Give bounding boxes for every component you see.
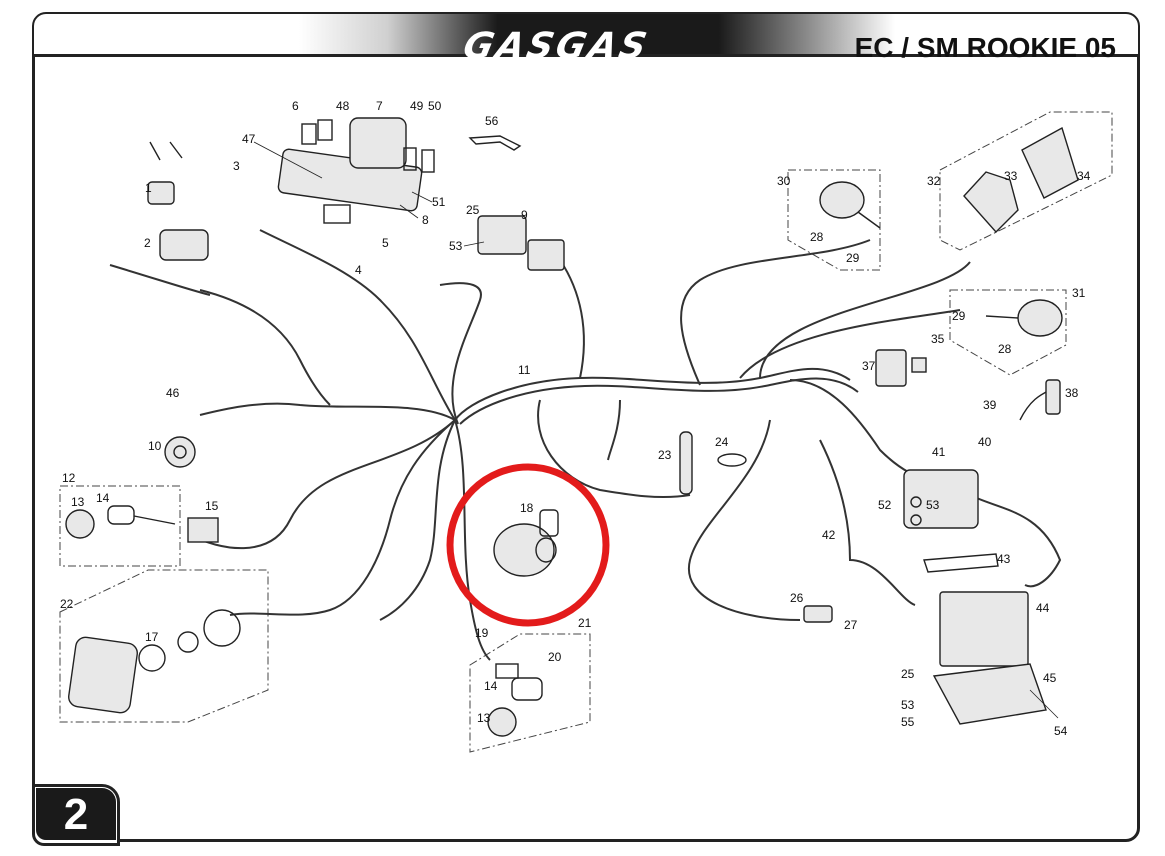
label-40: 40 bbox=[978, 435, 992, 449]
label-21: 21 bbox=[578, 616, 592, 630]
label-55: 55 bbox=[901, 715, 915, 729]
label-51: 51 bbox=[432, 195, 446, 209]
regulator-9 bbox=[477, 215, 565, 271]
page-frame bbox=[32, 12, 1140, 842]
label-18: 18 bbox=[520, 501, 534, 515]
label-34: 34 bbox=[1077, 169, 1091, 183]
label-1: 1 bbox=[145, 181, 152, 195]
label-53b: 53 bbox=[926, 498, 940, 512]
spark-plug-cap-38 bbox=[1019, 379, 1061, 421]
part-18-highlighted bbox=[493, 509, 559, 577]
label-50: 50 bbox=[428, 99, 442, 113]
label-25b: 25 bbox=[901, 667, 915, 681]
label-44: 44 bbox=[1036, 601, 1050, 615]
label-45: 45 bbox=[1043, 671, 1057, 685]
leader-lines bbox=[253, 141, 1059, 719]
label-41: 41 bbox=[932, 445, 946, 459]
main-harness bbox=[109, 229, 1062, 661]
label-13a: 13 bbox=[71, 495, 85, 509]
label-4: 4 bbox=[355, 263, 362, 277]
label-7: 7 bbox=[376, 99, 383, 113]
indicator-rear-30 bbox=[819, 181, 881, 229]
highlight-circle bbox=[446, 463, 610, 627]
tail-light-32 bbox=[963, 126, 1079, 234]
label-47: 47 bbox=[242, 132, 256, 146]
group-box-32 bbox=[939, 111, 1113, 251]
label-11: 11 bbox=[518, 363, 531, 377]
label-54: 54 bbox=[1054, 724, 1068, 738]
label-31: 31 bbox=[1072, 286, 1086, 300]
label-23: 23 bbox=[658, 448, 672, 462]
label-28b: 28 bbox=[998, 342, 1012, 356]
flasher-relay bbox=[875, 349, 927, 387]
label-17: 17 bbox=[145, 630, 159, 644]
label-52: 52 bbox=[878, 498, 892, 512]
label-27: 27 bbox=[844, 618, 858, 632]
label-15: 15 bbox=[205, 499, 219, 513]
sensor-26 bbox=[803, 605, 833, 623]
label-12: 12 bbox=[62, 471, 76, 485]
cdi-unit-41 bbox=[903, 469, 979, 529]
label-28a: 28 bbox=[810, 230, 824, 244]
label-6: 6 bbox=[292, 99, 299, 113]
label-30: 30 bbox=[777, 174, 791, 188]
group-box-21 bbox=[469, 633, 591, 753]
battery-box-45 bbox=[932, 663, 1047, 725]
label-20: 20 bbox=[548, 650, 562, 664]
indicator-front-left bbox=[65, 505, 219, 543]
group-box-22 bbox=[59, 569, 269, 723]
label-42: 42 bbox=[822, 528, 836, 542]
label-35: 35 bbox=[931, 332, 945, 346]
label-29a: 29 bbox=[846, 251, 860, 265]
label-14a: 14 bbox=[96, 491, 110, 505]
label-49: 49 bbox=[410, 99, 424, 113]
label-39: 39 bbox=[983, 398, 997, 412]
label-8: 8 bbox=[422, 213, 429, 227]
label-48: 48 bbox=[336, 99, 350, 113]
ignition-coil-23 bbox=[679, 431, 693, 495]
label-32: 32 bbox=[927, 174, 941, 188]
label-56: 56 bbox=[485, 114, 499, 128]
label-14b: 14 bbox=[484, 679, 498, 693]
bracket-56 bbox=[468, 135, 522, 151]
label-53c: 53 bbox=[901, 698, 915, 712]
label-22: 22 bbox=[60, 597, 74, 611]
label-5: 5 bbox=[382, 236, 389, 250]
part-labels: 1 2 3 4 5 6 7 8 9 10 11 12 13 13 14 14 1… bbox=[60, 99, 1091, 738]
page-number: 2 bbox=[36, 788, 116, 840]
group-box-30 bbox=[787, 169, 881, 271]
label-24: 24 bbox=[715, 435, 729, 449]
horn-10 bbox=[164, 436, 196, 468]
label-29b: 29 bbox=[952, 309, 966, 323]
label-53a: 53 bbox=[449, 239, 463, 253]
label-3: 3 bbox=[233, 159, 240, 173]
clamp-24 bbox=[717, 453, 747, 467]
label-2: 2 bbox=[144, 236, 151, 250]
battery-44 bbox=[923, 553, 1029, 667]
indicator-front-right bbox=[487, 663, 543, 737]
label-33: 33 bbox=[1004, 169, 1018, 183]
group-box-12 bbox=[59, 485, 181, 567]
header-bar: GASGAS EC / SM ROOKIE 05 bbox=[34, 14, 1138, 67]
headlight-22 bbox=[68, 609, 241, 714]
label-46: 46 bbox=[166, 386, 180, 400]
model-title: EC / SM ROOKIE 05 bbox=[854, 32, 1116, 63]
label-26: 26 bbox=[790, 591, 804, 605]
label-13b: 13 bbox=[477, 711, 491, 725]
label-9: 9 bbox=[521, 208, 528, 222]
label-43: 43 bbox=[997, 552, 1011, 566]
label-37: 37 bbox=[862, 359, 876, 373]
label-25a: 25 bbox=[466, 203, 480, 217]
instrument-cluster bbox=[277, 117, 435, 224]
indicator-rear-31 bbox=[985, 299, 1063, 337]
group-box-31 bbox=[949, 289, 1067, 376]
label-19: 19 bbox=[475, 626, 489, 640]
label-38: 38 bbox=[1065, 386, 1079, 400]
switches-left bbox=[147, 141, 209, 261]
label-10: 10 bbox=[148, 439, 162, 453]
